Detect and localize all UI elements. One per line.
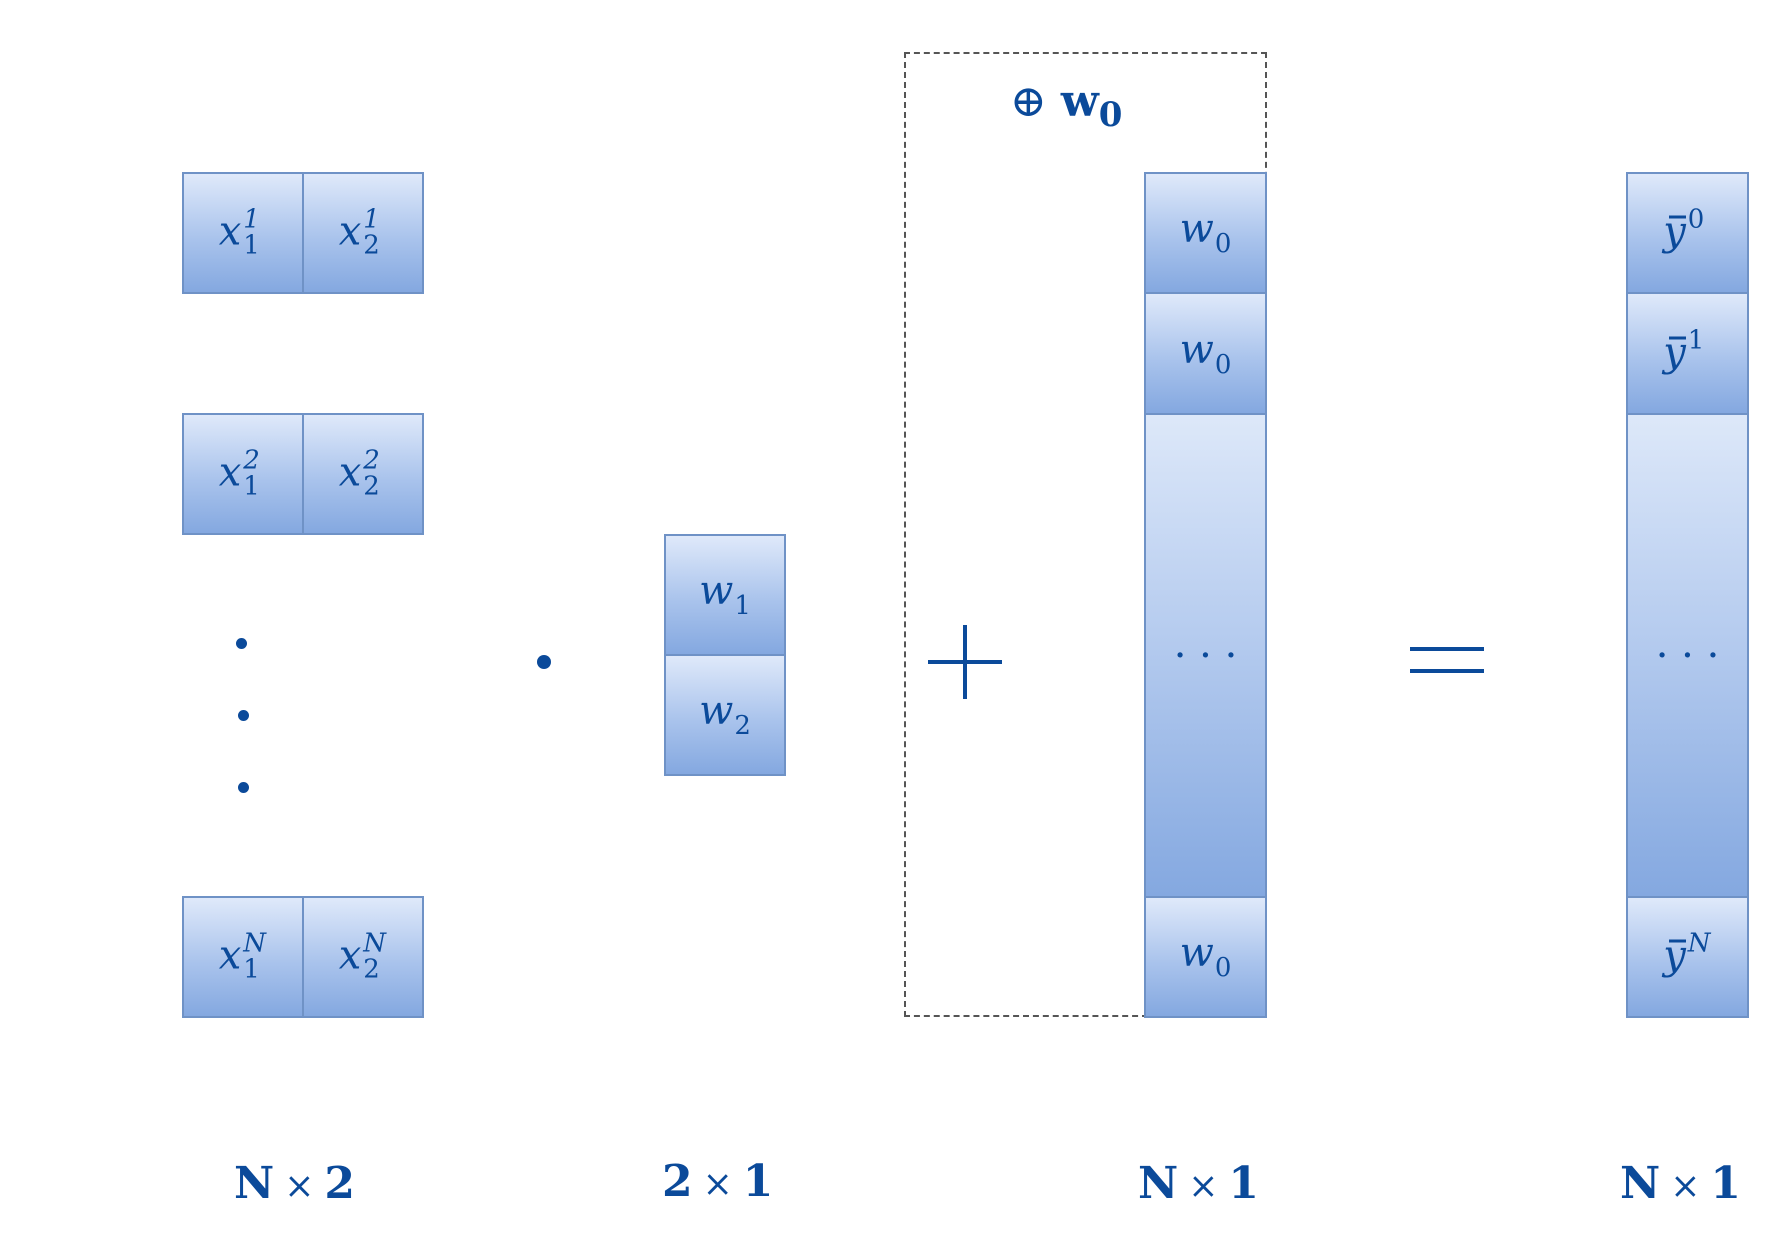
w-cell-2: w2 [664,654,786,776]
x-matrix-dims: N×2 [234,1158,356,1209]
oplus-icon: ⊕ [1010,76,1047,127]
y-vector-dims: N×1 [1620,1158,1742,1209]
bias-cell-ellipsis: · · · [1144,413,1267,898]
bias-cell-n: w0 [1144,896,1267,1018]
bias-cell-1: w0 [1144,172,1267,294]
vertical-ellipsis-dot [238,782,249,793]
vertical-ellipsis-dot [238,710,249,721]
y-cell-ellipsis: · · · [1626,413,1749,898]
bias-cell-2: w0 [1144,292,1267,415]
w-cell-1: w1 [664,534,786,656]
w-vector-dims: 2×1 [662,1156,774,1207]
dot-operator [537,655,551,669]
vertical-ellipsis-dot [236,638,247,649]
plus-operator [928,625,1002,699]
equals-operator [1410,647,1484,673]
bias-vector-dims: N×1 [1138,1158,1260,1209]
broadcast-w0-label: ⊕w0 [1010,76,1123,135]
